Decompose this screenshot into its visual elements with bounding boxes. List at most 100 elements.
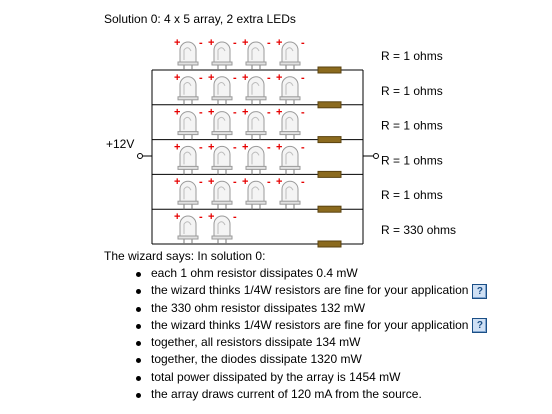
led-cathode-mark: - bbox=[301, 176, 305, 188]
led-anode-mark: + bbox=[242, 107, 248, 119]
wizard-summary-list: each 1 ohm resistor dissipates 0.4 mW the… bbox=[134, 265, 488, 403]
positive-terminal bbox=[137, 153, 143, 159]
led-anode-mark: + bbox=[174, 72, 180, 84]
led-anode-mark: + bbox=[276, 72, 282, 84]
led-anode-mark: + bbox=[242, 72, 248, 84]
led-cathode-mark: - bbox=[267, 37, 271, 49]
led-cathode-mark: - bbox=[199, 211, 203, 223]
led-anode-mark: + bbox=[174, 37, 180, 49]
resistor-value-label: R = 1 ohms bbox=[381, 188, 443, 202]
supply-voltage-label: +12V bbox=[106, 137, 134, 151]
wizard-summary-item: the wizard thinks 1/4W resistors are fin… bbox=[134, 317, 488, 334]
led-icon bbox=[177, 76, 199, 105]
led-icon bbox=[177, 111, 199, 140]
led-anode-mark: + bbox=[242, 176, 248, 188]
resistor-value-label: R = 330 ohms bbox=[381, 223, 456, 237]
wizard-summary-item: together, all resistors dissipate 134 mW bbox=[134, 334, 487, 351]
bullet-icon bbox=[136, 393, 141, 399]
wizard-summary-text: the wizard thinks 1/4W resistors are fin… bbox=[151, 317, 469, 332]
led-string-row: +-+-+-+-R = 1 ohms bbox=[152, 107, 443, 144]
led-cathode-mark: - bbox=[199, 37, 203, 49]
wizard-summary-item: the wizard thinks 1/4W resistors are fin… bbox=[134, 282, 488, 299]
bullet-icon bbox=[136, 323, 141, 329]
bullet-icon bbox=[136, 272, 141, 277]
led-icon bbox=[245, 180, 267, 210]
led-icon bbox=[211, 76, 233, 105]
led-anode-mark: + bbox=[276, 107, 282, 119]
solution-title: Solution 0: 4 x 5 array, 2 extra LEDs bbox=[104, 12, 296, 26]
led-cathode-mark: - bbox=[233, 141, 237, 153]
wizard-summary-item: the array draws current of 120 mA from t… bbox=[134, 386, 487, 403]
led-cathode-mark: - bbox=[301, 72, 305, 84]
bullet-icon bbox=[136, 289, 141, 295]
resistor-icon bbox=[317, 205, 342, 213]
bullet-icon bbox=[136, 358, 141, 364]
led-cathode-mark: - bbox=[233, 176, 237, 188]
led-anode-mark: + bbox=[174, 176, 180, 188]
led-icon bbox=[211, 111, 233, 140]
led-cathode-mark: - bbox=[267, 141, 271, 153]
led-anode-mark: + bbox=[276, 37, 282, 49]
led-cathode-mark: - bbox=[301, 107, 305, 119]
wizard-summary-text: together, the diodes dissipate 1320 mW bbox=[151, 352, 362, 367]
bullet-icon bbox=[136, 375, 141, 381]
led-cathode-mark: - bbox=[301, 37, 305, 49]
help-icon[interactable]: ? bbox=[472, 283, 488, 299]
resistor-icon bbox=[317, 170, 342, 178]
led-anode-mark: + bbox=[208, 72, 214, 84]
led-anode-mark: + bbox=[208, 141, 214, 153]
wizard-summary-item: together, the diodes dissipate 1320 mW bbox=[134, 351, 487, 368]
led-string-row: +-+-+-+-R = 1 ohms bbox=[152, 141, 443, 178]
led-cathode-mark: - bbox=[233, 72, 237, 84]
led-icon bbox=[211, 41, 233, 70]
led-anode-mark: + bbox=[208, 176, 214, 188]
led-icon bbox=[245, 145, 267, 175]
output-terminal bbox=[373, 153, 379, 159]
led-icon bbox=[211, 145, 233, 175]
wizard-heading: The wizard says: In solution 0: bbox=[104, 249, 266, 263]
led-anode-mark: + bbox=[174, 141, 180, 153]
bullet-icon bbox=[136, 306, 141, 312]
led-anode-mark: + bbox=[276, 176, 282, 188]
led-anode-mark: + bbox=[208, 107, 214, 119]
led-icon bbox=[211, 180, 233, 210]
led-icon bbox=[245, 41, 267, 70]
led-anode-mark: + bbox=[208, 211, 214, 223]
wizard-summary-text: together, all resistors dissipate 134 mW bbox=[151, 335, 361, 350]
led-anode-mark: + bbox=[174, 107, 180, 119]
led-string-row: +-+-+-+-R = 1 ohms bbox=[152, 176, 443, 213]
led-anode-mark: + bbox=[242, 141, 248, 153]
led-anode-mark: + bbox=[242, 37, 248, 49]
resistor-icon bbox=[317, 101, 342, 109]
led-array-schematic: +-+-+-+-R = 1 ohms+-+-+-+-R = 1 ohms+-+-… bbox=[106, 37, 456, 248]
wizard-summary-text: the array draws current of 120 mA from t… bbox=[151, 387, 422, 402]
led-icon bbox=[177, 215, 199, 244]
wizard-summary-text: each 1 ohm resistor dissipates 0.4 mW bbox=[151, 266, 358, 280]
led-icon bbox=[279, 76, 301, 105]
wizard-summary-text: the 330 ohm resistor dissipates 132 mW bbox=[151, 300, 366, 315]
led-icon bbox=[245, 111, 267, 140]
led-icon bbox=[245, 76, 267, 105]
led-icon bbox=[177, 41, 199, 70]
led-anode-mark: + bbox=[276, 141, 282, 153]
led-cathode-mark: - bbox=[199, 72, 203, 84]
led-string-row: +-+-R = 330 ohms bbox=[152, 211, 456, 248]
resistor-value-label: R = 1 ohms bbox=[381, 49, 443, 63]
led-string-row: +-+-+-+-R = 1 ohms bbox=[152, 37, 443, 74]
bullet-icon bbox=[136, 341, 141, 347]
led-icon bbox=[177, 145, 199, 175]
resistor-icon bbox=[317, 136, 342, 144]
led-cathode-mark: - bbox=[233, 37, 237, 49]
resistor-value-label: R = 1 ohms bbox=[381, 153, 443, 167]
wizard-summary-text: the wizard thinks 1/4W resistors are fin… bbox=[151, 283, 469, 298]
led-anode-mark: + bbox=[174, 211, 180, 223]
help-icon[interactable]: ? bbox=[472, 318, 488, 334]
led-cathode-mark: - bbox=[267, 176, 271, 188]
wizard-summary-item: each 1 ohm resistor dissipates 0.4 mW bbox=[134, 265, 487, 282]
led-string-row: +-+-+-+-R = 1 ohms bbox=[152, 72, 443, 109]
resistor-value-label: R = 1 ohms bbox=[381, 119, 443, 133]
led-cathode-mark: - bbox=[199, 141, 203, 153]
led-cathode-mark: - bbox=[233, 211, 237, 223]
resistor-icon bbox=[317, 240, 342, 248]
led-icon bbox=[279, 145, 301, 175]
